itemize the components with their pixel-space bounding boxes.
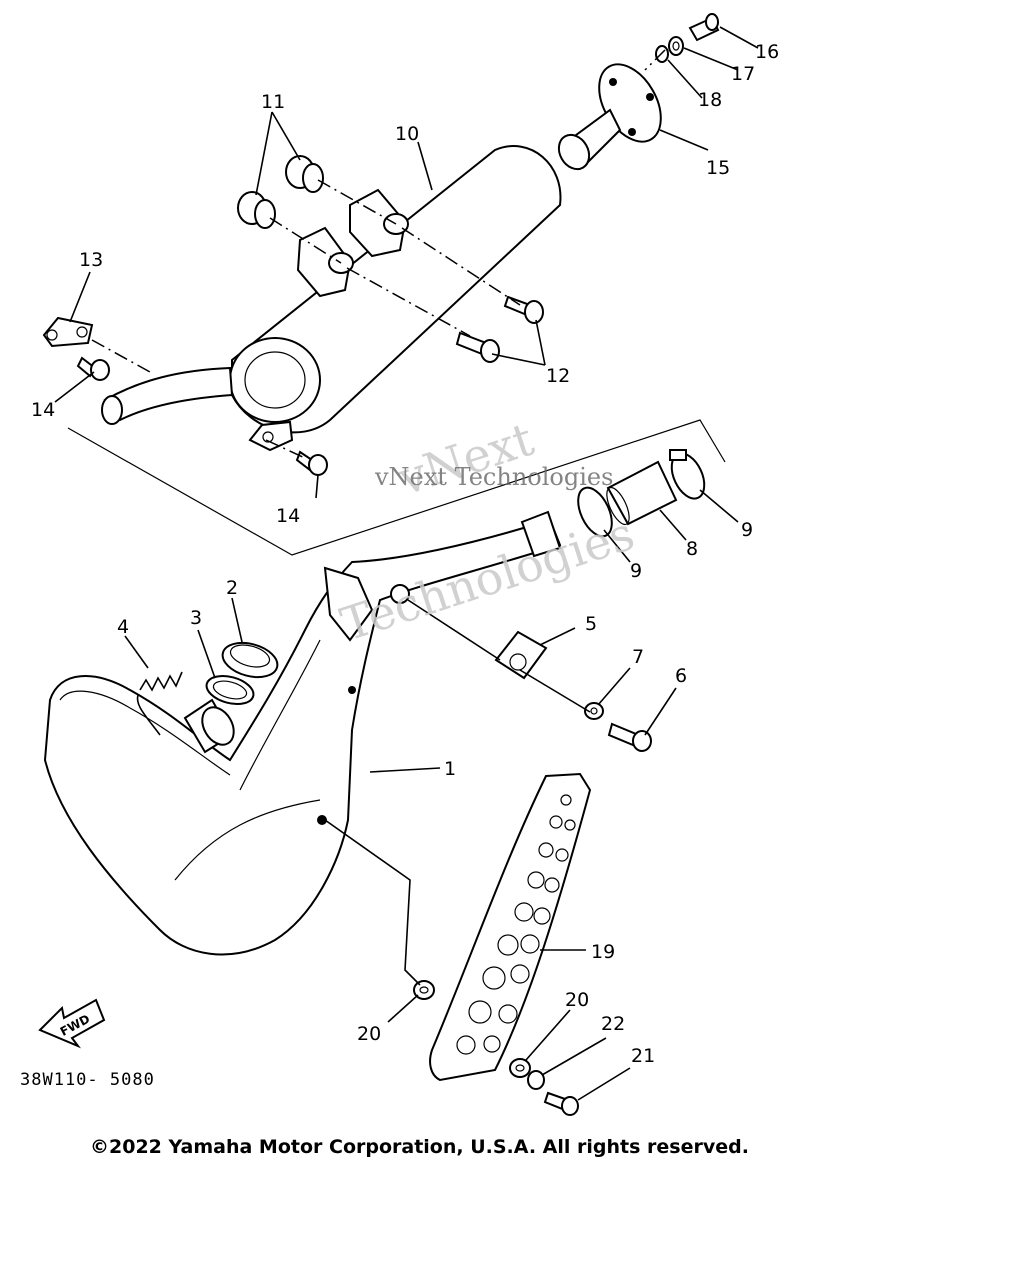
spring-part-4: [136, 671, 183, 736]
clamp-part-9-a: [577, 486, 613, 538]
callout-18: 18: [698, 89, 722, 111]
callout-10: 10: [395, 123, 419, 145]
callout-8: 8: [686, 538, 698, 560]
bolt-part-16: [688, 13, 720, 42]
clamp-part-9-b: [669, 449, 706, 500]
callout-20-a: 20: [357, 1023, 381, 1045]
screw-part-21: [543, 1091, 579, 1116]
callout-22: 22: [601, 1013, 625, 1035]
washer-part-20-b: [509, 1058, 531, 1078]
washer-part-20-a: [413, 980, 435, 1000]
bolt-part-12-b: [455, 331, 500, 363]
callout-19: 19: [591, 941, 615, 963]
protector-part-19: [429, 772, 592, 1082]
bolt-part-14-a: [76, 356, 110, 381]
callout-labels: 1 2 3 4 5 6 7 8 9 9 10 11 12 13 14 14 15…: [31, 41, 779, 1067]
callout-9-b: 9: [741, 519, 753, 541]
alignment-lines: [91, 49, 666, 986]
callout-16: 16: [755, 41, 779, 63]
callout-15: 15: [706, 157, 730, 179]
callout-14-b: 14: [276, 505, 300, 527]
callout-11: 11: [261, 91, 285, 113]
bolt-part-6: [607, 722, 652, 752]
callout-12: 12: [546, 365, 570, 387]
watermark-line1: vNext: [391, 412, 540, 506]
leader-lines: [54, 26, 759, 1101]
washer-part-17: [668, 36, 684, 56]
diagram-code: 38W110- 5080: [20, 1070, 155, 1090]
watermark-line2: vNext Technologies: [374, 463, 613, 491]
bolt-part-12-a: [503, 295, 544, 324]
callout-14-a: 14: [31, 399, 55, 421]
washer-part-7: [584, 702, 604, 720]
stay-part-5: [494, 630, 548, 680]
ring-part-3: [205, 674, 255, 706]
callout-6: 6: [675, 665, 687, 687]
assembly-outline: [67, 419, 726, 556]
washer-part-22: [527, 1070, 545, 1090]
callout-7: 7: [632, 646, 644, 668]
damper-part-11: [237, 155, 324, 229]
callout-9-a: 9: [630, 560, 642, 582]
callout-20-b: 20: [565, 989, 589, 1011]
callout-21: 21: [631, 1045, 655, 1067]
callout-5: 5: [585, 613, 597, 635]
callout-4: 4: [117, 616, 129, 638]
joint-part-8: [606, 460, 678, 526]
tailpipe-part-15: [557, 63, 662, 171]
fwd-arrow-icon: FWD: [38, 998, 106, 1049]
callout-1: 1: [444, 758, 456, 780]
callout-17: 17: [731, 63, 755, 85]
clamp-part-13: [42, 316, 94, 348]
callout-2: 2: [226, 577, 238, 599]
callout-13: 13: [79, 249, 103, 271]
exhaust-pipe-part-1: [43, 510, 562, 956]
bolt-part-14-b: [295, 450, 328, 476]
callout-3: 3: [190, 607, 202, 629]
gasket-part-2: [221, 641, 279, 679]
muffler-part-10: [101, 145, 562, 452]
copyright-text: ©2022 Yamaha Motor Corporation, U.S.A. A…: [90, 1136, 749, 1158]
